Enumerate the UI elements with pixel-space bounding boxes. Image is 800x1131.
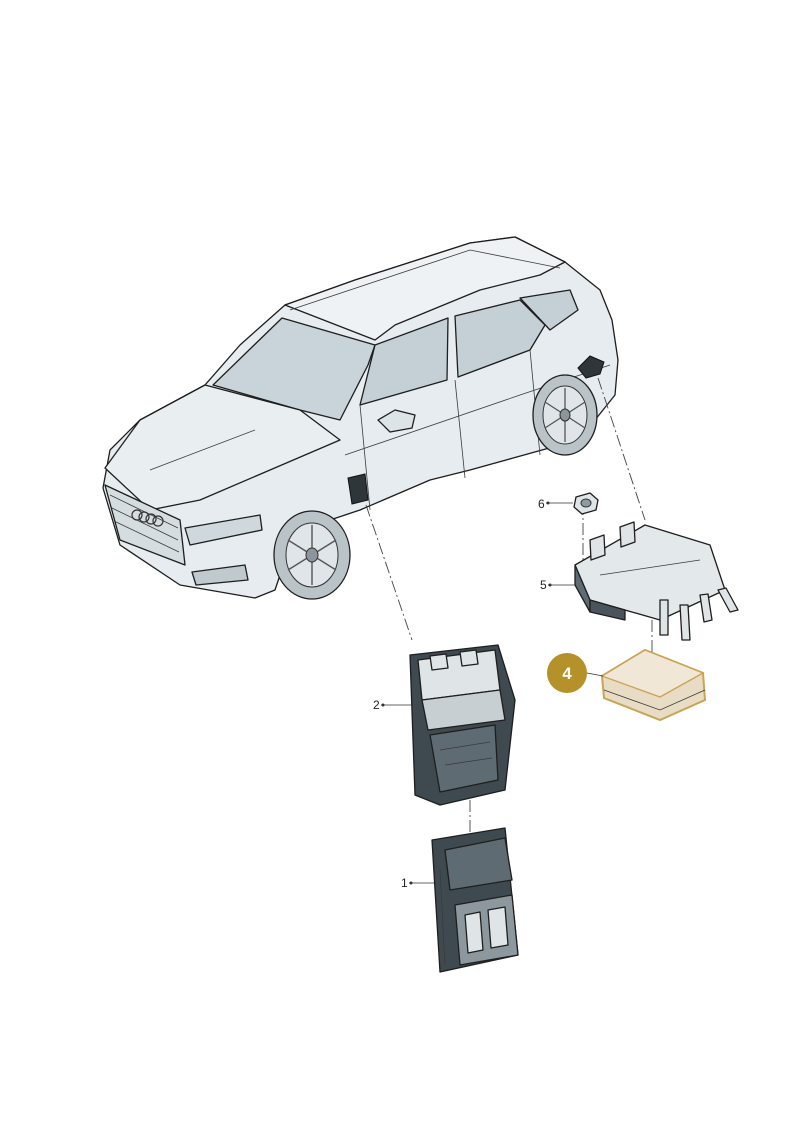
part-4-module: [600, 648, 707, 722]
callout-6[interactable]: 6: [538, 497, 573, 511]
svg-text:2: 2: [373, 698, 380, 712]
part-5-bracket: [574, 521, 739, 641]
callout-5[interactable]: 5: [540, 578, 575, 592]
svg-text:1: 1: [401, 876, 408, 890]
svg-text:4: 4: [562, 664, 572, 683]
location-marker-rear: [577, 355, 605, 379]
front-wheel: [273, 510, 351, 600]
svg-text:5: 5: [540, 578, 547, 592]
brand-rings-icon: [131, 509, 164, 527]
vehicle-illustration: [102, 236, 619, 600]
callout-2[interactable]: 2: [373, 698, 412, 712]
callout-1[interactable]: 1: [401, 876, 434, 890]
svg-text:6: 6: [538, 497, 545, 511]
rear-wheel: [532, 374, 598, 456]
location-marker-front: [347, 473, 369, 505]
part-6-nut: [573, 492, 599, 515]
part-1-control-unit: [431, 827, 519, 973]
callout-4-highlight[interactable]: 4: [547, 653, 604, 693]
part-2-holder: [409, 644, 516, 806]
